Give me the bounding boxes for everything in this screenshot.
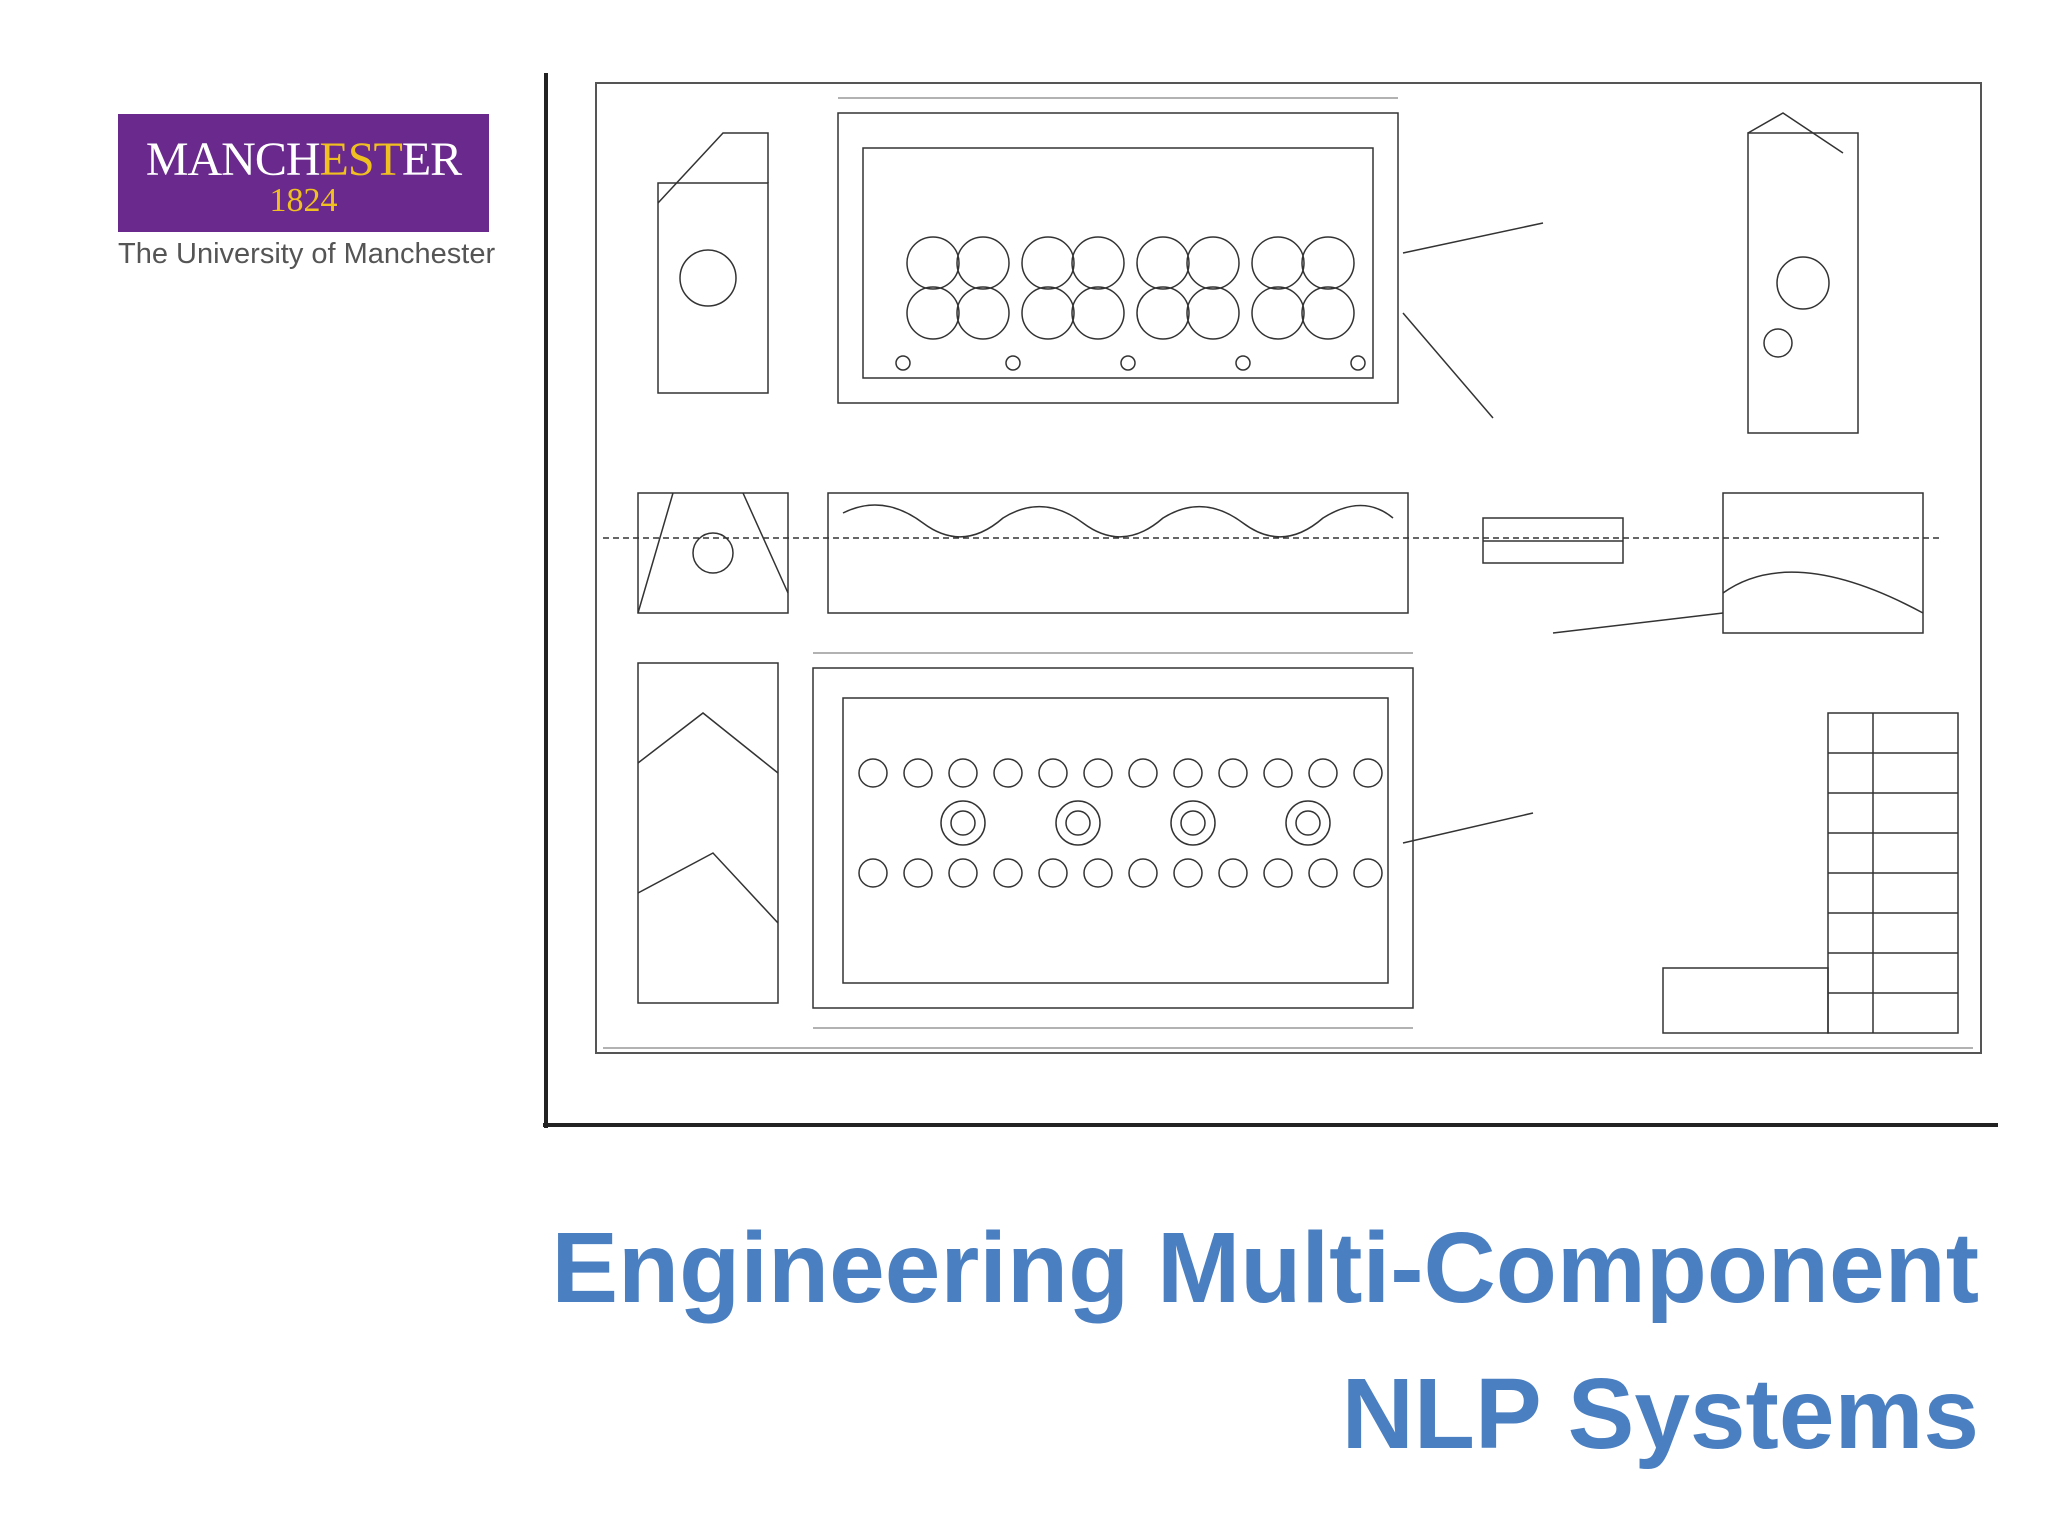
logo-wordmark: MANCHESTER — [145, 133, 462, 186]
university-logo: MANCHESTER 1824 — [118, 114, 489, 232]
logo-year: 1824 — [269, 182, 338, 219]
logo-subtitle: The University of Manchester — [118, 238, 496, 270]
title-line-2: NLP Systems — [1341, 1358, 1979, 1470]
slide-title: Engineering Multi-Component NLP Systems — [279, 1195, 1979, 1487]
title-line-1: Engineering Multi-Component — [551, 1212, 1979, 1324]
engineering-blueprint-image — [543, 73, 1998, 1128]
